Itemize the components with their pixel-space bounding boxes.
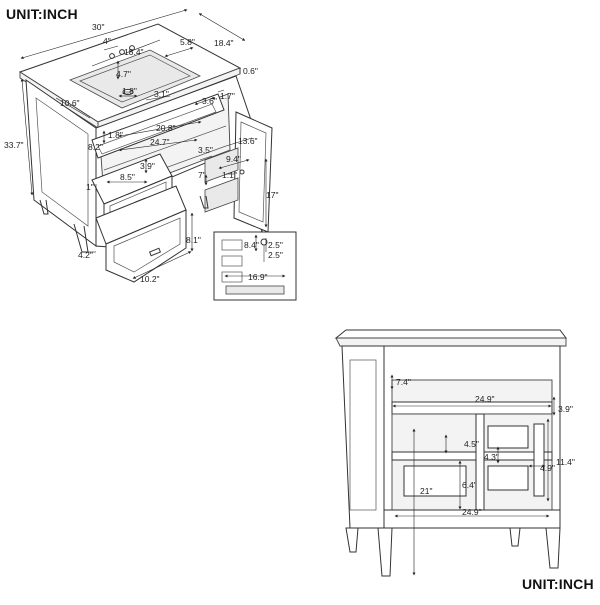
lower-tray	[403, 465, 467, 497]
dim-height: 33.7"	[4, 140, 24, 150]
leg-2-front-left	[377, 527, 393, 577]
dim-right-height: 11.4"	[556, 457, 575, 467]
dim-faucet-depth: 4.7"	[116, 69, 131, 79]
vertical-divider	[475, 413, 485, 511]
leg-front-right	[199, 195, 209, 209]
dim-door-width: 13.6"	[238, 136, 258, 146]
dim-lower-width: 24.9"	[462, 507, 482, 517]
dim-side-gap: 1.7"	[220, 91, 235, 101]
leg-2-left	[345, 527, 359, 553]
dim-drawer-inner-width: 20.8"	[156, 123, 176, 133]
dim-interior-width: 24.7"	[150, 137, 170, 147]
dim-drawer-width: 8.5"	[120, 172, 135, 182]
dim-inset-depth: 16.9"	[248, 272, 268, 282]
dim-faucet-offset: 4"	[103, 36, 111, 46]
dim-door-shelf-width: 9.4"	[226, 154, 241, 164]
leg-front-left	[73, 223, 89, 253]
side-panel-left	[341, 345, 385, 529]
dim-drawer-gap: 1"	[86, 182, 94, 192]
bottom-figure: 7.4" 24.9" 3.9" 4.5" 4.3" 11.4" 4.9" 6.4…	[334, 329, 575, 577]
dim-inset-gap-b: 2.5"	[268, 250, 283, 260]
leg-left	[39, 199, 49, 215]
door-shelf-lower	[204, 177, 239, 213]
bin-lower	[487, 465, 529, 491]
dim-inset-height: 8.4"	[244, 240, 259, 250]
upper-opening	[391, 379, 553, 403]
dim-bin-height: 4.3"	[484, 452, 499, 462]
dim-drawer-front-gap: 3.6"	[202, 96, 217, 106]
dim-drain-offset: 1.8"	[122, 86, 137, 96]
drain-icon	[122, 88, 134, 96]
dim-door-shelf-depth: 7"	[198, 170, 206, 180]
leg-2-back-right	[509, 527, 521, 547]
dim-shelf-height: 3.9"	[140, 161, 155, 171]
dim-door-shelf-lip: 1.1"	[222, 170, 237, 180]
unit-label-bottom: UNIT:INCH	[522, 576, 594, 592]
hinge-rail	[533, 423, 545, 497]
dim-tray-depth: 8.2"	[88, 142, 103, 152]
unit-label-top: UNIT:INCH	[6, 6, 78, 22]
countertop-2-edge	[335, 337, 567, 347]
dim-door-shelf-offset: 3.5"	[198, 145, 213, 155]
middle-shelf	[391, 451, 553, 461]
dim-basin-to-edge: 5.8"	[180, 37, 195, 47]
dim-bin-width: 4.9"	[540, 463, 555, 473]
dim-top-thickness: 0.6"	[243, 66, 258, 76]
dim-width: 30"	[92, 22, 104, 32]
dim-upper-width: 24.9"	[475, 394, 495, 404]
dim-depth: 18.4"	[214, 38, 234, 48]
dim-leg-clearance: 21"	[420, 486, 432, 496]
bin-upper	[487, 425, 529, 449]
dim-leg-height: 4.2"	[78, 250, 93, 260]
dim-drain-to-edge: 3.1"	[154, 89, 169, 99]
dim-upper-height: 3.9"	[558, 404, 573, 414]
dim-top-opening: 7.4"	[396, 377, 411, 387]
dim-door-height: 17"	[266, 190, 278, 200]
dim-tray-height: 1.8"	[108, 130, 123, 140]
dim-drawer2-width: 10.2"	[140, 274, 160, 284]
top-figure: 30" 18.4" 33.7" 4" 5.8" 18.4" 4.7" 0.6" …	[4, 8, 297, 301]
door-knob-icon	[239, 169, 245, 175]
dim-shelf-gap: 4.5"	[464, 439, 479, 449]
dim-drawer2-height: 8.1"	[186, 235, 201, 245]
dim-inset-gap-a: 2.5"	[268, 240, 283, 250]
dim-basin-depth: 10.6"	[60, 98, 80, 108]
leg-2-front-right	[545, 527, 561, 569]
countertop-2	[334, 329, 567, 339]
dim-lower-height: 6.4"	[462, 480, 477, 490]
dim-basin-width: 18.4"	[124, 47, 144, 57]
